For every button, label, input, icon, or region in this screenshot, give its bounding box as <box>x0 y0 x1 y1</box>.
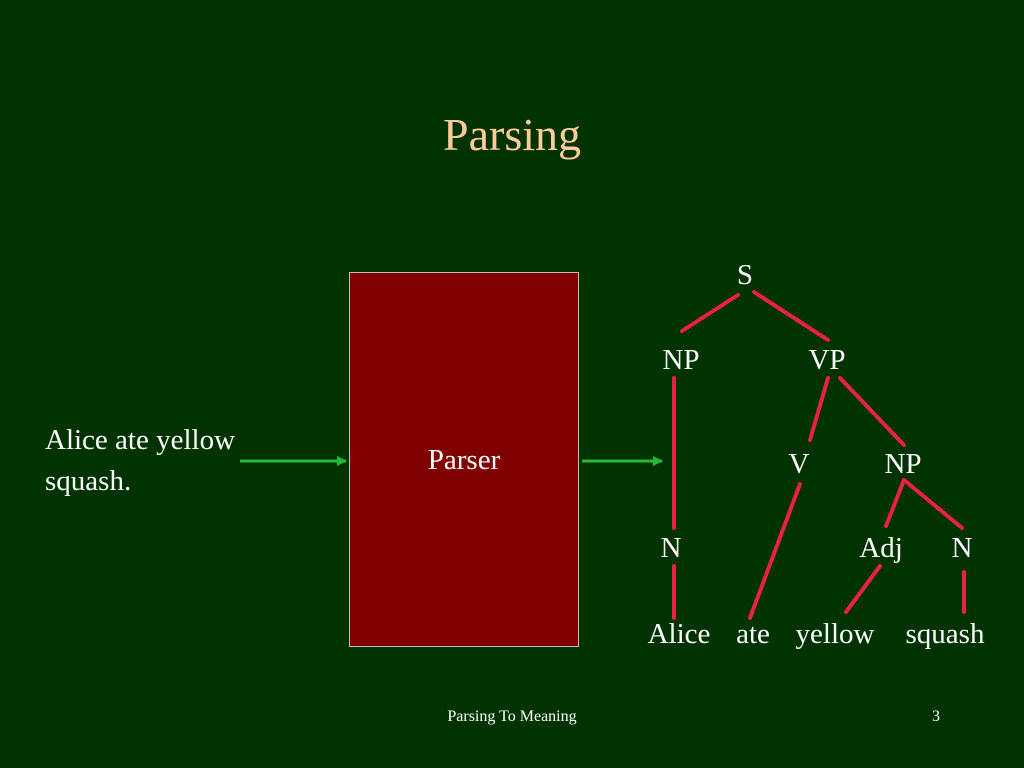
page-number: 3 <box>932 708 940 725</box>
node-np-object: NP <box>884 448 921 480</box>
slide-footer: Parsing To Meaning <box>447 708 577 725</box>
edge-s-np <box>680 293 740 333</box>
word-alice: Alice <box>648 618 711 650</box>
edge-np-n2 <box>902 478 964 530</box>
word-ate: ate <box>736 618 770 650</box>
edge-np-adj <box>884 478 906 528</box>
parser-label: Parser <box>427 444 501 476</box>
edge-vp-np <box>838 376 906 447</box>
edge-vp-v <box>808 376 830 442</box>
slide-title: Parsing <box>443 109 581 160</box>
parser-box: Parser <box>349 272 579 647</box>
input-sentence-line-2: squash. <box>45 465 132 497</box>
node-n-object: N <box>952 532 973 564</box>
word-yellow: yellow <box>796 618 875 650</box>
node-adj: Adj <box>859 532 903 564</box>
node-v: V <box>789 448 810 480</box>
node-np: NP <box>662 344 699 376</box>
edge-s-vp <box>752 290 830 342</box>
input-sentence: Alice ate yellow squash. <box>45 420 235 502</box>
edge-adj-yellow <box>844 564 882 614</box>
node-vp: VP <box>808 344 845 376</box>
node-n-subject: N <box>661 532 682 564</box>
word-squash: squash <box>906 618 985 650</box>
input-sentence-line-1: Alice ate yellow <box>45 424 236 456</box>
edge-v-ate <box>748 482 802 620</box>
node-s: S <box>737 259 753 291</box>
